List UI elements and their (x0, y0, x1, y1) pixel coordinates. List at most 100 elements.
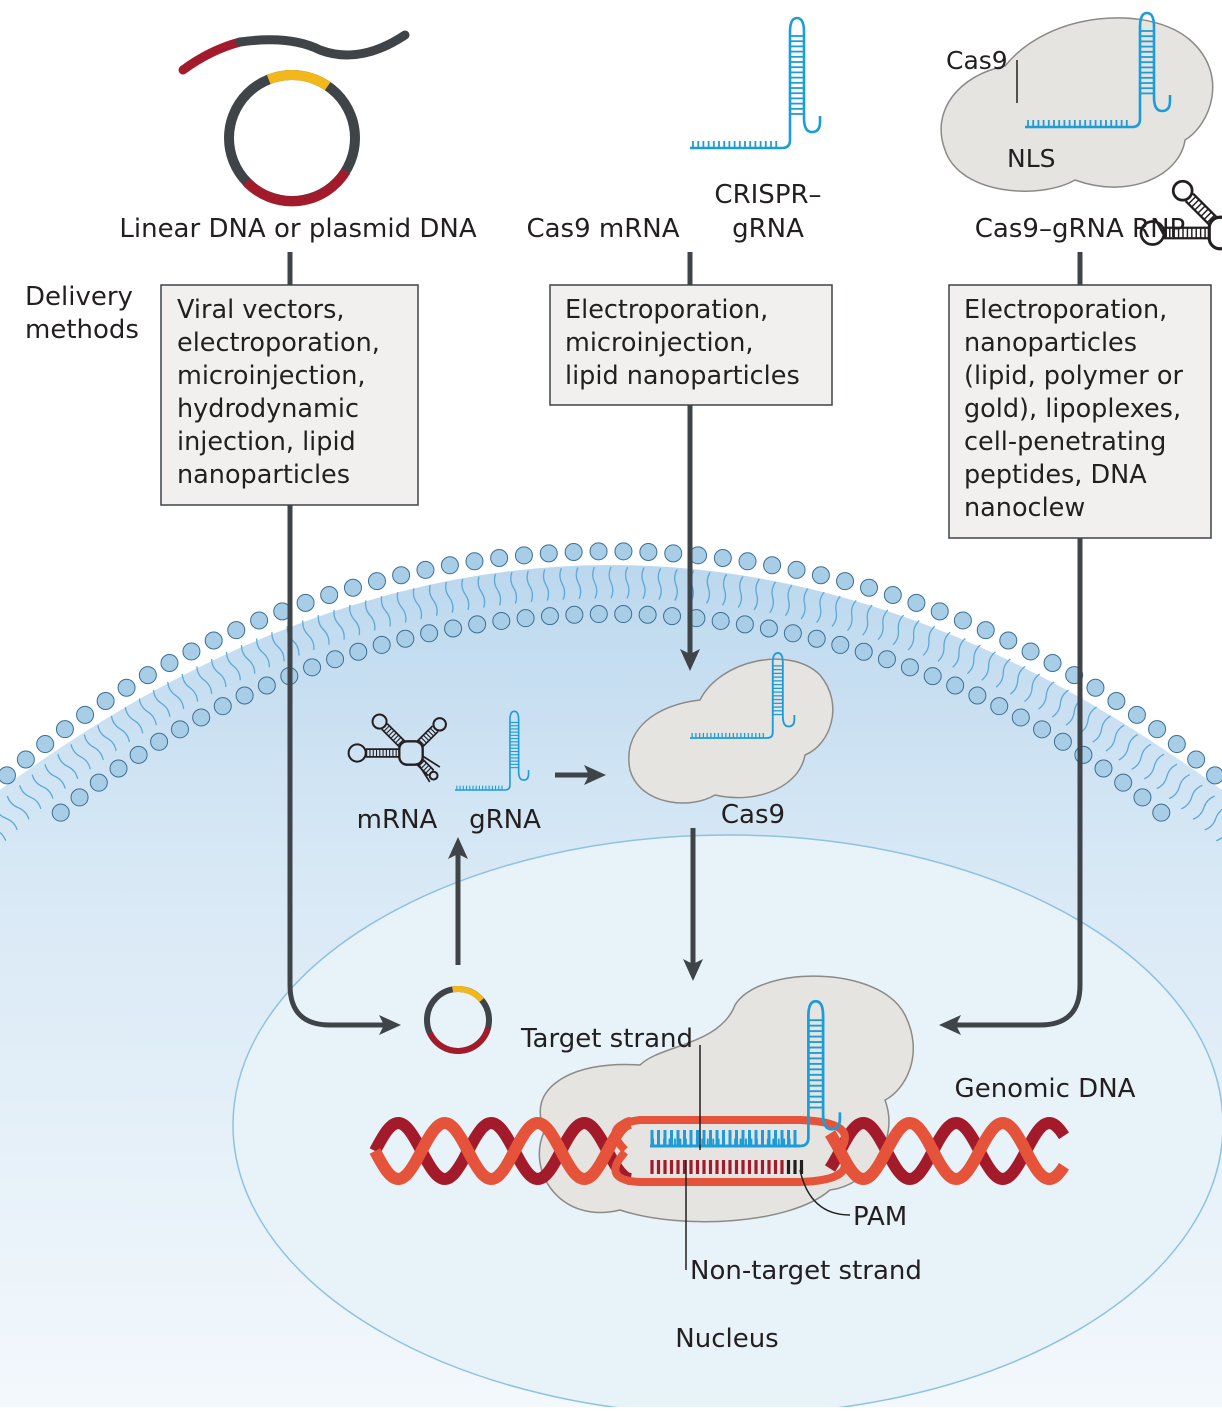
rnp-method-line: nanoclew (964, 493, 1085, 523)
r-loop (611, 1116, 849, 1186)
lipid-head (51, 803, 70, 822)
lipid-tail (210, 658, 227, 688)
cell-grna-icon (455, 710, 530, 791)
lipid-tail (0, 813, 18, 831)
lipid-head (877, 650, 896, 669)
lipid-tail (1038, 681, 1055, 710)
lipid-tail (1105, 724, 1125, 752)
lipid-tail (737, 576, 744, 608)
cell-grna-label: gRNA (469, 805, 541, 835)
lipid-head (923, 667, 942, 686)
target-strand-label: Target strand (520, 1024, 693, 1054)
lipid-tail (674, 568, 678, 601)
labels: Linear DNA or plasmid DNA Cas9 mRNA CRIS… (25, 46, 1185, 1354)
lipid-head (250, 611, 269, 630)
lipid-head (1107, 692, 1126, 711)
lipid-head (150, 732, 169, 751)
lipid-head (1086, 678, 1105, 697)
lipid-head (540, 607, 559, 626)
lipid-head (713, 548, 732, 567)
rnp-method-line: nanoparticles (964, 328, 1137, 358)
lipid-head (990, 697, 1009, 716)
nucleus-plasmid-icon (424, 986, 492, 1054)
lipid-tail (952, 638, 966, 668)
lipid-tail (1078, 706, 1098, 735)
lipid-head (213, 697, 232, 716)
lipid-tail (966, 644, 981, 675)
mrna-methods-box (549, 284, 833, 406)
lipid-head (968, 686, 987, 705)
lipid-head (589, 542, 608, 561)
lipid-head (192, 708, 211, 727)
lipid-tail (1131, 743, 1152, 770)
lipid-tail (364, 600, 376, 631)
lipid-head (444, 619, 463, 638)
lipid-head (76, 705, 95, 724)
lipid-tail (83, 734, 104, 761)
delivery-label-line2: methods (25, 315, 139, 345)
lipid-head (117, 678, 136, 697)
lipid-tail (196, 666, 213, 695)
lipid-head (976, 621, 995, 640)
lipid-head (372, 635, 391, 654)
rnp-label: Cas9–gRNA RNP (975, 214, 1185, 244)
lipid-head (1206, 766, 1222, 785)
lipid-tail (1144, 753, 1165, 780)
lipid-tail (6, 795, 30, 820)
crispr-grna-label-line1: CRISPR– (714, 180, 821, 210)
lipid-tail (721, 573, 728, 606)
dna-method-line: electroporation, (177, 328, 380, 358)
cell-cas9-complex (628, 658, 834, 804)
lipid-head (326, 650, 345, 669)
lipid-tail (559, 568, 566, 600)
cell-mrna-label: mRNA (357, 805, 438, 835)
lipid-head (36, 735, 55, 754)
lipid-tail (70, 744, 91, 770)
lipid-head (396, 629, 415, 648)
lipid-tail (592, 566, 598, 599)
crispr-grna-label-line2: gRNA (732, 214, 804, 244)
lipid-head (235, 686, 254, 705)
lipid-tail (846, 600, 857, 632)
lipid-head (614, 605, 633, 624)
lipid-tail (380, 596, 391, 627)
lipid-tail (862, 604, 873, 636)
lipid-head (1094, 759, 1113, 778)
lipid-head (1152, 803, 1171, 822)
lipid-tail (412, 588, 423, 620)
lipid-tail (1092, 715, 1111, 743)
lipid-head (343, 578, 362, 597)
lipid-head (416, 560, 435, 579)
lipid-head (836, 572, 855, 591)
lipid-tail (922, 625, 936, 656)
lipid-tail (624, 566, 630, 599)
lipid-tail (995, 658, 1011, 688)
lipid-tail (608, 566, 614, 599)
lipid-tail (816, 591, 825, 624)
lipid-tail (981, 651, 996, 681)
cas9-mrna-label: Cas9 mRNA (526, 214, 679, 244)
lipid-tail (510, 572, 518, 604)
lipid-head (1021, 642, 1040, 661)
lipid-tail (225, 651, 241, 681)
lipid-tail (526, 570, 534, 603)
lipid-head (663, 607, 682, 626)
plasmid-dna-icon (224, 70, 360, 207)
cas9-protein-shape (940, 17, 1214, 192)
lipid-tail (44, 764, 66, 789)
lipid-tail (302, 620, 315, 650)
lipid-tail (892, 614, 905, 646)
lipid-head (349, 642, 368, 661)
lipid-head (1011, 708, 1030, 727)
rnp-method-line: peptides, DNA (964, 460, 1147, 490)
dna-method-line: nanoparticles (177, 460, 350, 490)
non-target-strand-label: Non-target strand (690, 1256, 922, 1286)
delivery-label-line1: Delivery (25, 282, 133, 312)
dna-method-line: microinjection, (177, 361, 365, 391)
lipid-head (465, 552, 484, 571)
cas9-mrna-icon (1139, 179, 1222, 251)
cell-cas9-label: Cas9 (721, 800, 785, 830)
lipid-tail (181, 673, 199, 702)
dna-method-line: injection, lipid (177, 427, 356, 457)
rnp-cas9-label: Cas9 (946, 46, 1008, 75)
